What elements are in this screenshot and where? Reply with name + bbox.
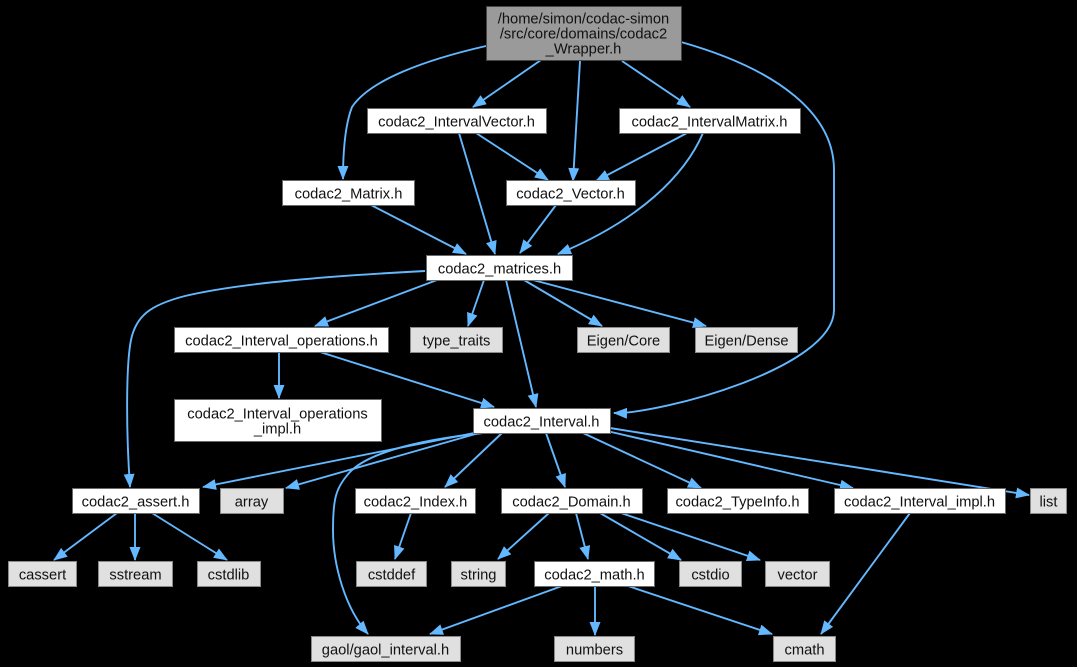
svg-text:codac2_Interval_operations: codac2_Interval_operations (187, 407, 367, 423)
svg-text:_impl.h: _impl.h (253, 422, 301, 438)
svg-text:cstddef: cstddef (368, 568, 416, 584)
svg-text:codac2_IntervalMatrix.h: codac2_IntervalMatrix.h (632, 115, 788, 131)
svg-text:list: list (1040, 495, 1058, 511)
svg-text:/src/core/domains/codac2: /src/core/domains/codac2 (500, 27, 667, 43)
svg-text:_Wrapper.h: _Wrapper.h (545, 42, 622, 58)
svg-text:codac2_IntervalVector.h: codac2_IntervalVector.h (378, 115, 535, 131)
svg-text:gaol/gaol_interval.h: gaol/gaol_interval.h (322, 643, 449, 659)
svg-text:numbers: numbers (566, 643, 623, 659)
svg-text:codac2_Matrix.h: codac2_Matrix.h (295, 187, 403, 203)
svg-text:array: array (235, 495, 269, 511)
svg-text:cmath: cmath (785, 643, 825, 659)
svg-text:/home/simon/codac-simon: /home/simon/codac-simon (498, 12, 669, 28)
svg-text:cstdlib: cstdlib (208, 568, 250, 584)
svg-text:codac2_assert.h: codac2_assert.h (82, 495, 190, 511)
svg-text:codac2_Domain.h: codac2_Domain.h (512, 495, 630, 511)
svg-text:sstream: sstream (109, 568, 161, 584)
svg-text:vector: vector (778, 568, 818, 584)
svg-text:codac2_Vector.h: codac2_Vector.h (516, 187, 625, 203)
svg-text:codac2_matrices.h: codac2_matrices.h (438, 262, 561, 278)
svg-text:cassert: cassert (19, 568, 66, 584)
svg-text:codac2_Interval.h: codac2_Interval.h (484, 415, 600, 431)
svg-text:type_traits: type_traits (423, 334, 491, 350)
svg-text:Eigen/Dense: Eigen/Dense (704, 334, 788, 350)
svg-text:codac2_Interval_impl.h: codac2_Interval_impl.h (844, 495, 995, 511)
svg-text:codac2_math.h: codac2_math.h (544, 568, 644, 584)
svg-text:codac2_Interval_operations.h: codac2_Interval_operations.h (185, 334, 378, 350)
svg-text:Eigen/Core: Eigen/Core (587, 334, 660, 350)
svg-text:string: string (461, 568, 497, 584)
svg-text:codac2_TypeInfo.h: codac2_TypeInfo.h (675, 495, 799, 511)
svg-text:codac2_Index.h: codac2_Index.h (364, 495, 468, 511)
svg-text:cstdio: cstdio (691, 568, 729, 584)
